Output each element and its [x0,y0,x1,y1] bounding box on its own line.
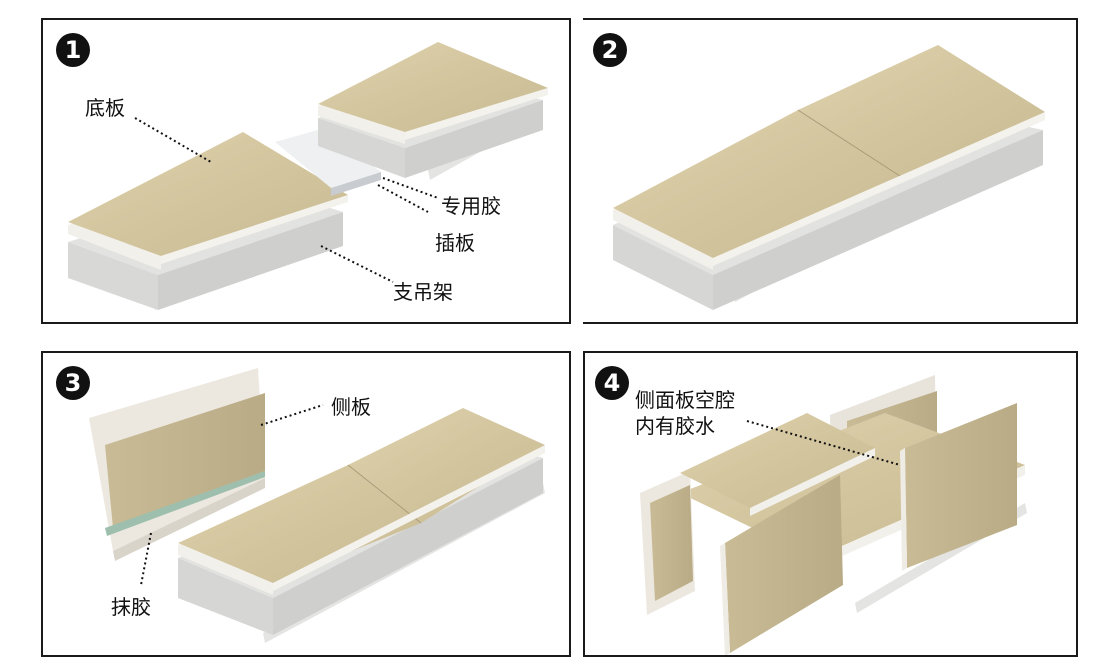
cavity-label-line-1: 侧面板空腔 [635,388,735,412]
step-3-panel: 3 侧板 抹胶 [41,351,571,657]
special-glue-label: 专用胶 [441,194,501,218]
step-number-badge: 4 [595,366,629,400]
leader-line [320,245,394,283]
side-board-face [105,393,265,528]
base-board [68,132,348,256]
step-number-badge: 1 [56,33,90,67]
foam-layer [318,118,405,178]
foam-layer [178,558,273,635]
step-4-panel: 4 侧面板空腔 内有胶水 [583,351,1078,657]
foam-layer [68,242,158,310]
step-1-panel: 1 底板 专用胶 插板 支吊架 [41,18,571,324]
step-3-illustration [89,368,545,643]
insert-board [331,172,381,196]
cavity-glue-label: 侧面板空腔 内有胶水 [635,387,775,439]
board-edge [273,445,545,591]
base-board-edge [161,195,348,264]
side-board-edge [900,448,907,571]
base-board [798,45,1045,178]
foam-layer [713,130,1043,310]
foam-layer [158,212,343,310]
side-board [113,478,265,561]
board-edge [713,112,1045,266]
base-board [348,408,545,523]
step-number-badge: 2 [593,33,627,67]
base-board [680,413,875,508]
side-board [905,403,1017,568]
step-number-badge: 3 [56,366,90,400]
side-board [725,475,843,653]
glue-strip [105,471,265,536]
foam-layer [613,225,713,310]
apply-glue-label: 抹胶 [111,595,151,619]
foam-layer [273,458,543,635]
base-board [613,110,903,258]
step-2-panel: 2 [583,18,1078,324]
step-4-illustration [640,375,1027,655]
leader-line [382,177,439,199]
support-hanger-label: 支吊架 [393,280,453,304]
side-board-label: 侧板 [331,395,371,419]
leader-line [260,404,324,426]
top-board [318,42,548,132]
side-board-face [650,485,693,601]
board-edge [750,448,875,516]
base-board-label: 底板 [85,96,125,120]
leader-line [746,420,901,466]
foam-layer [405,100,543,178]
base-board [178,465,421,583]
step-1-illustration [68,42,548,310]
cavity-label-line-2: 内有胶水 [635,414,715,438]
insert-board [275,128,381,188]
board-seam [347,464,422,524]
top-board-edge [405,88,548,140]
leader-line [140,532,152,586]
insert-board-label: 插板 [435,231,475,255]
side-board-edge [720,543,730,655]
leader-line [377,184,429,213]
step-2-illustration [613,45,1045,310]
board-seam [797,109,904,179]
